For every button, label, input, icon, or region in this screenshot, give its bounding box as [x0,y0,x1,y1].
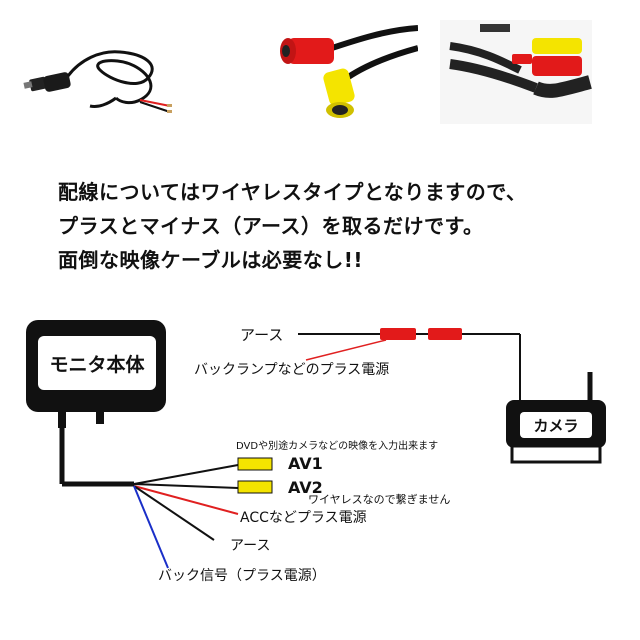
camera-label: カメラ [533,417,578,435]
acc-wire [133,485,239,515]
photo-power-cable [20,20,172,124]
av-note: DVDや別途カメラなどの映像を入力出来ます [236,439,438,452]
connector-red-2 [428,328,462,340]
headline-line-3: 面倒な映像ケーブルは必要なし!! [58,248,364,272]
av2-plug [237,480,273,494]
back-lamp-plus-label: バックランプなどのプラス電源 [194,362,389,378]
connector-red-1 [380,328,416,340]
av1-label: AV1 [288,454,323,473]
earth-bottom-label: アース [230,538,270,554]
monitor-label: モニタ本体 [49,353,145,376]
headline-line-1: 配線についてはワイヤレスタイプとなりますので、 [58,180,527,204]
headline-line-2: プラスとマイナス（アース）を取るだけです。 [58,214,484,238]
back-signal-wire [133,485,169,569]
monitor-unit: モニタ本体 [26,320,166,428]
av2-label: AV2 [288,478,323,497]
av1-plug [237,457,273,471]
photo-rca-connectors [266,20,418,124]
camera-unit: カメラ [506,372,606,464]
acc-plus-label: ACCなどプラス電源 [240,510,367,526]
earth-wire [133,485,215,541]
back-signal-label: バック信号（プラス電源） [158,568,326,584]
wireless-note: ワイヤレスなので繋ぎません [308,492,450,506]
earth-top-label: アース [240,326,283,344]
photo-cable-closeup [440,20,592,124]
